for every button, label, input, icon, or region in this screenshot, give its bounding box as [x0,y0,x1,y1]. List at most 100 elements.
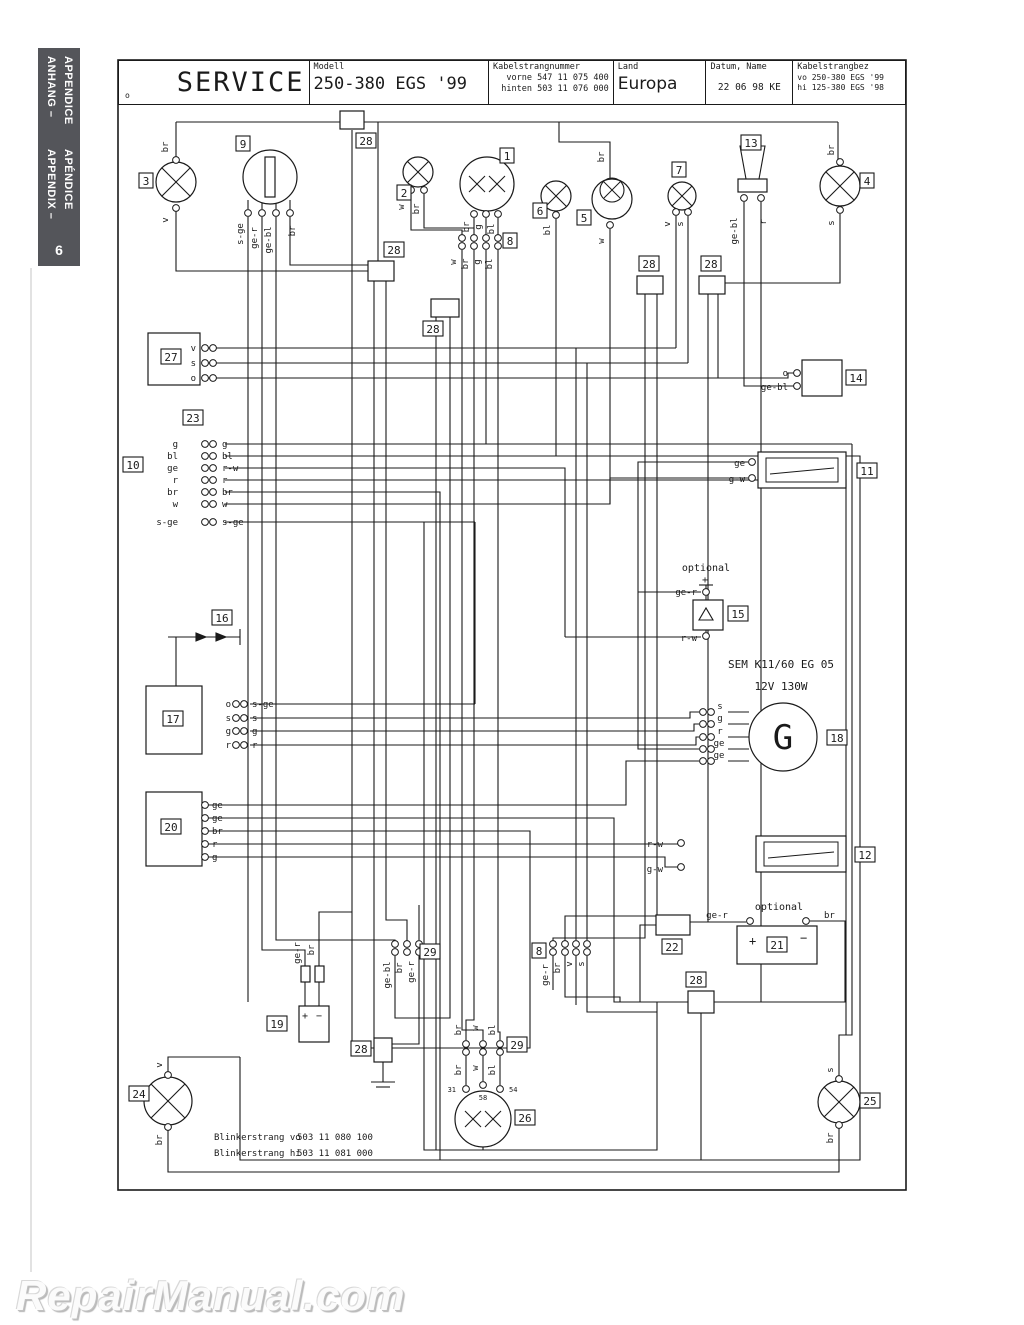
terminal [240,700,248,708]
terminal [209,476,217,484]
ref-number: 3 [143,175,150,188]
component-box [755,835,847,873]
title-block-harnessdesc-cell: Kabelstrangbez vo 250-380 EGS '99 hi 125… [792,61,905,104]
ref-box [128,1085,150,1102]
harness-number-label: Kabelstrangnummer [493,62,581,72]
wire-label: ge-bl [730,217,740,244]
terminal [496,1040,504,1048]
terminal [793,382,801,390]
country-value: Europa [617,74,678,95]
terminal [462,1048,470,1056]
terminal [549,940,557,948]
wire-label: br [454,1064,464,1075]
terminal [240,727,248,735]
terminal [201,801,209,809]
ref-number: 17 [166,713,179,726]
wire-label: w [173,500,179,510]
terminal [707,720,715,728]
wire-label: w [471,1065,481,1071]
wire [225,477,748,505]
wire-label: o [783,369,788,379]
ref-number: 7 [676,164,683,177]
diagram-text: + [749,934,756,948]
lamp-x [488,175,506,193]
diagram-text: 31 [448,1086,456,1094]
service-title: SERVICE [176,67,305,98]
terminal [201,359,209,367]
wire [225,455,861,1161]
lamp-x [464,1110,482,1128]
wire-label: br [288,225,298,236]
wire [461,250,484,1040]
title-block-model-cell: Modell 250-380 EGS '99 [308,61,489,104]
title-block: o SERVICE Modell 250-380 EGS '99 Kabelst… [118,60,906,105]
component-box [430,298,460,318]
ref-number: 11 [860,465,873,478]
wire-label: br [824,911,835,921]
component-box [314,965,325,983]
wire-label: s [717,702,722,712]
ref-box [138,172,154,189]
wire-label: r [717,727,723,737]
wire [289,217,368,266]
component-box [757,451,847,489]
diagram-text: − [800,931,807,945]
wire-label: bl [167,452,178,462]
terminal [201,476,209,484]
wire-label: ge [212,801,223,811]
terminal [746,917,754,925]
wire-label: ge [734,459,745,469]
wire [205,372,797,379]
wire [394,956,658,1151]
wire-label: g [252,727,257,737]
date-value: 22 06 98 KE [717,82,781,94]
wire [225,491,441,1160]
wire [250,736,699,746]
ref-box [211,609,233,626]
wire [586,956,657,1013]
terminal [201,464,209,472]
terminal [201,814,209,822]
terminal [482,242,490,250]
switch-key-slot [264,156,276,198]
terminal [209,374,217,382]
ref-box [661,938,683,955]
wire [637,461,748,750]
terminal [458,234,466,242]
ref-number: 24 [132,1088,146,1101]
wire [239,1057,701,1161]
ref-box [700,255,722,272]
terminal [232,714,240,722]
diagram-shape [739,145,766,180]
wire-label: s-ge [222,518,244,528]
wire-label: bl [543,225,553,236]
ref-number: 28 [689,974,702,987]
component-box [687,990,715,1014]
component-box [801,359,843,397]
ref-number: 1 [504,150,511,163]
harness-desc-front: vo 250-380 EGS '99 [797,73,884,83]
wire [167,1056,240,1073]
terminal [209,488,217,496]
ref-box [350,1040,372,1057]
ref-box [638,255,660,272]
harness-desc-label: Kabelstrangbez [797,62,869,72]
ref-number: 6 [537,205,544,218]
lamp-x [823,1086,855,1118]
wire [423,194,474,229]
wire [564,293,658,944]
ref-box [182,409,204,426]
ref-box [266,1015,288,1032]
wire [385,281,408,944]
component-box [698,275,726,295]
diagram-shape [195,632,208,642]
terminal [677,839,685,847]
ref-number: 18 [830,732,843,745]
wire-label: g-w [729,475,746,485]
wire-label: s [191,359,196,369]
terminal [420,186,428,194]
wire-label: br [412,203,422,214]
ref-box [854,846,876,863]
ref-box [122,456,144,473]
terminal [572,940,580,948]
